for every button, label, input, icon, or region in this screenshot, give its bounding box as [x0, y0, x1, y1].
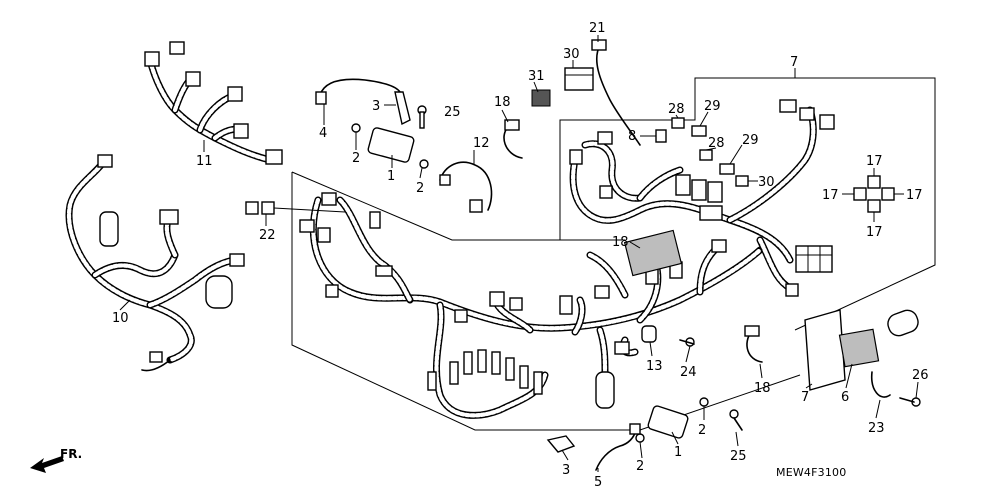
relay-1-bottom [647, 405, 689, 439]
callout-21-bottom: 18 [754, 381, 771, 396]
callout-5: 5 [594, 475, 602, 490]
callout-2-bottom-left: 2 [636, 459, 644, 474]
callout-24: 23 [868, 421, 885, 436]
bolt-25-top [417, 105, 427, 129]
callout-11: 11 [196, 154, 213, 169]
callout-10: 10 [112, 311, 129, 326]
callout-31: 30 [563, 47, 580, 62]
drawing-code: MEW4F3100 [776, 466, 846, 479]
callout-17-right: 17 [906, 188, 923, 203]
fuse-8 [655, 129, 667, 143]
sensor-lead-12 [439, 161, 493, 213]
callout-29-mid: 29 [742, 133, 759, 148]
callout-4: 4 [319, 126, 327, 141]
sub-harness-group-outline [559, 77, 936, 331]
callout-25-bottom: 25 [730, 449, 747, 464]
fuse-30 [735, 175, 749, 187]
callout-6: 6 [841, 390, 849, 405]
callout-28-mid: 28 [708, 136, 725, 151]
callout-25-top: 25 [444, 105, 461, 120]
callout-17-left: 17 [822, 188, 839, 203]
sub-harness-22 [591, 39, 641, 146]
callout-2-top-right: 2 [416, 181, 424, 196]
callout-2-top-left: 2 [352, 151, 360, 166]
grommet-3 [394, 91, 411, 126]
callout-21-top: 18 [494, 95, 511, 110]
bolt-25-bottom [729, 409, 743, 431]
callout-32: 31 [528, 69, 545, 84]
callout-17-bottom: 17 [866, 225, 883, 240]
callout-17-top: 17 [866, 154, 883, 169]
wire-harness-10 [65, 154, 245, 372]
callout-7: 7 [801, 390, 809, 405]
sensor-lead-5 [595, 423, 641, 471]
callout-1-top: 1 [387, 169, 395, 184]
ecu-18 [623, 229, 683, 277]
callout-27: 26 [912, 368, 929, 383]
callout-12: 12 [473, 136, 490, 151]
callout-1-bottom: 1 [674, 445, 682, 460]
sub-harness-connectors [569, 99, 835, 297]
band-13 [641, 325, 657, 343]
callout-2-bottom-right: 2 [698, 423, 706, 438]
clamp-21-top [503, 119, 523, 159]
sensor-lead-4 [315, 78, 401, 105]
callout-8: 8 [628, 129, 636, 144]
main-harness-group-outline [291, 171, 801, 431]
callout-13: 13 [646, 359, 663, 374]
wire-harness-11 [144, 41, 283, 165]
bracket-7 [804, 309, 846, 391]
callout-18: 18 [612, 235, 629, 250]
callout-3-bottom: 3 [562, 463, 570, 478]
leader-lines [119, 35, 919, 472]
callout-23: 22 [259, 228, 276, 243]
bolt-27 [899, 397, 921, 407]
clamp-24 [870, 371, 891, 398]
callout-30: 30 [758, 175, 775, 190]
regulator-6 [838, 309, 919, 368]
clamp-21-bottom [744, 325, 763, 363]
front-label: FR. [60, 447, 82, 461]
fuse-17-cluster [853, 175, 895, 213]
callout-29-top: 29 [704, 99, 721, 114]
front-arrow-icon [30, 456, 64, 473]
front-direction-indicator: FR. [30, 447, 82, 473]
sub-wire-harness [569, 106, 817, 292]
fuse-28 [671, 117, 713, 161]
callout-labels: 7 21 30 31 18 3 25 4 12 2 1 2 11 28 29 8… [112, 21, 929, 490]
callout-26: 24 [680, 365, 697, 380]
fuse-29 [691, 125, 735, 175]
callout-3-top: 3 [372, 99, 380, 114]
clamp-23 [245, 201, 346, 215]
relay-31 [564, 67, 594, 91]
relay-32 [531, 89, 551, 107]
main-harness-connectors [299, 192, 727, 409]
callout-22: 21 [589, 21, 606, 36]
bolt-26 [679, 337, 695, 347]
grommet-3-bottom [546, 435, 576, 453]
relay-1-top [367, 127, 415, 163]
callout-28-top: 28 [668, 102, 685, 117]
callout-9: 7 [790, 55, 798, 70]
